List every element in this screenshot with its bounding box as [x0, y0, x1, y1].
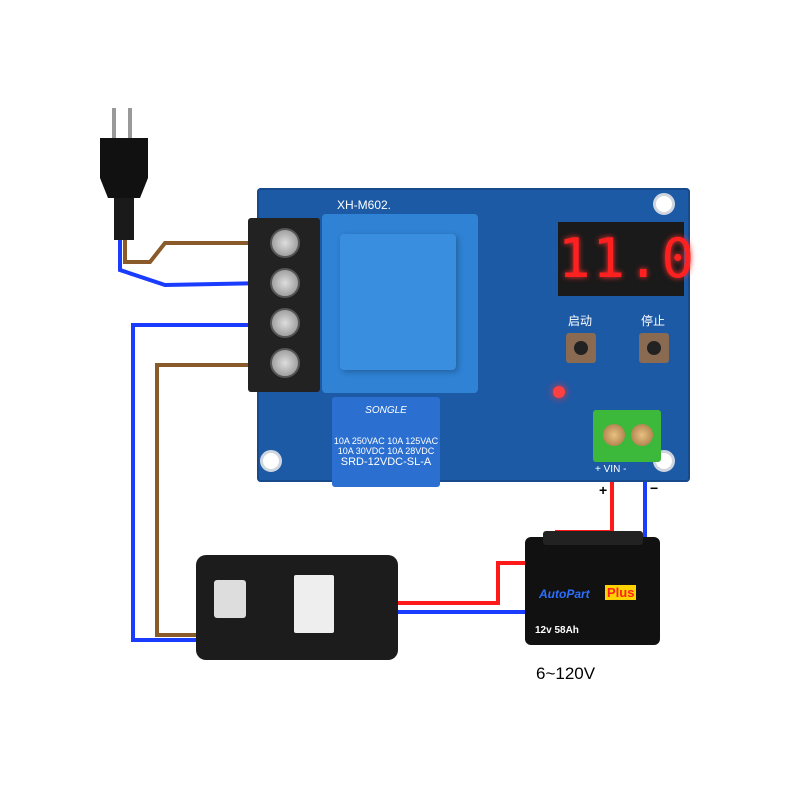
battery: AutoPart Plus 12v 58Ah	[525, 531, 660, 645]
battery-series: Plus	[605, 585, 637, 600]
mains-terminal-block	[248, 218, 320, 392]
relay-rating: 10A 30VDC 10A 28VDC	[337, 446, 435, 456]
battery-brand: AutoPart	[539, 587, 590, 601]
relay-model: SRD-12VDC-SL-A	[340, 456, 432, 468]
blue-wire-mains	[118, 240, 269, 288]
voltage-range-label: 6~120V	[536, 664, 596, 683]
board-model: XH-M602.	[337, 198, 392, 212]
screw-terminal[interactable]	[270, 268, 300, 298]
screw-terminal[interactable]	[631, 424, 653, 446]
vin-terminal	[593, 410, 661, 462]
vin-label: + VIN -	[595, 464, 627, 475]
transformer	[322, 214, 478, 393]
blue-wire-adapter	[131, 323, 268, 642]
plus-label: +	[599, 482, 608, 498]
voltage-display: 11.0	[558, 222, 694, 296]
stop-label: 停止	[641, 314, 666, 328]
screw-terminal[interactable]	[270, 228, 300, 258]
relay-rating: 10A 250VAC 10A 125VAC	[333, 436, 439, 446]
screw-terminal[interactable]	[603, 424, 625, 446]
screw-terminal[interactable]	[270, 308, 300, 338]
relay-brand: SONGLE	[365, 405, 407, 416]
start-label: 启动	[568, 314, 593, 328]
plug-icon	[100, 108, 148, 240]
relay: SONGLE 10A 250VAC 10A 125VAC 10A 30VDC 1…	[332, 397, 440, 487]
screw-terminal[interactable]	[270, 348, 300, 378]
brown-wire-mains	[123, 240, 268, 264]
stop-button[interactable]	[639, 333, 669, 363]
power-adapter	[196, 555, 398, 660]
brown-wire-adapter	[155, 363, 268, 637]
minus-label: −	[650, 480, 659, 496]
battery-rating: 12v 58Ah	[535, 625, 579, 636]
led-indicator	[553, 386, 565, 398]
start-button[interactable]	[566, 333, 596, 363]
